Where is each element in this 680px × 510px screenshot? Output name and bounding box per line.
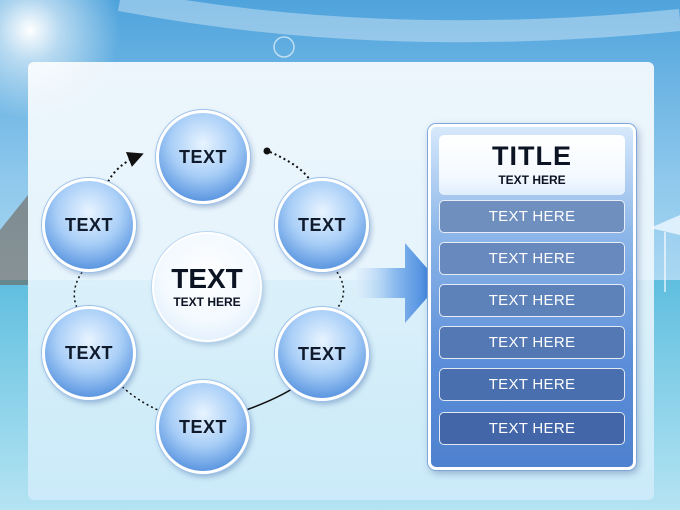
connector-dot <box>263 147 271 155</box>
card-subtitle: TEXT HERE <box>498 173 566 187</box>
card-item-label: TEXT HERE <box>488 376 576 393</box>
center-subtitle: TEXT HERE <box>173 295 241 309</box>
umbrella-pole <box>664 232 666 292</box>
card-item-label: TEXT HERE <box>488 250 576 267</box>
card-item-label: TEXT HERE <box>488 292 576 309</box>
card-header: TITLE TEXT HERE <box>439 135 625 195</box>
card-item: TEXT HERE <box>439 242 625 275</box>
card-item: TEXT HERE <box>439 200 625 233</box>
node-label: TEXT <box>178 416 227 437</box>
card-item: TEXT HERE <box>439 412 625 445</box>
node-top: TEXT <box>156 110 250 204</box>
node-bottom: TEXT <box>156 380 250 474</box>
node-lower-left: TEXT <box>42 306 136 400</box>
big-arrow-icon <box>356 243 440 323</box>
node-lower-right: TEXT <box>275 307 369 401</box>
node-label: TEXT <box>64 214 113 235</box>
node-label: TEXT <box>64 342 113 363</box>
connector-left <box>73 267 86 311</box>
card-title: TITLE <box>492 141 572 171</box>
connector-dotted-top-right <box>269 151 311 181</box>
title-card: TITLE TEXT HERE TEXT HERE TEXT HERE TEXT… <box>428 124 636 470</box>
card-item-label: TEXT HERE <box>488 208 576 225</box>
card-item: TEXT HERE <box>439 326 625 359</box>
node-upper-right: TEXT <box>275 178 369 272</box>
center-title: TEXT <box>171 263 243 294</box>
card-item: TEXT HERE <box>439 284 625 317</box>
node-label: TEXT <box>297 214 346 235</box>
card-item-label: TEXT HERE <box>488 420 576 437</box>
node-upper-left: TEXT <box>42 178 136 272</box>
umbrella <box>650 215 680 235</box>
node-label: TEXT <box>297 343 346 364</box>
card-item-label: TEXT HERE <box>488 334 576 351</box>
connector-arrow-top-left <box>105 152 144 187</box>
bubble <box>273 36 295 58</box>
card-item: TEXT HERE <box>439 368 625 401</box>
hut-roof <box>0 195 28 285</box>
connector-right <box>333 267 345 311</box>
center-node: TEXT TEXT HERE <box>152 232 262 342</box>
node-label: TEXT <box>178 146 227 167</box>
sky-arc <box>117 0 680 43</box>
